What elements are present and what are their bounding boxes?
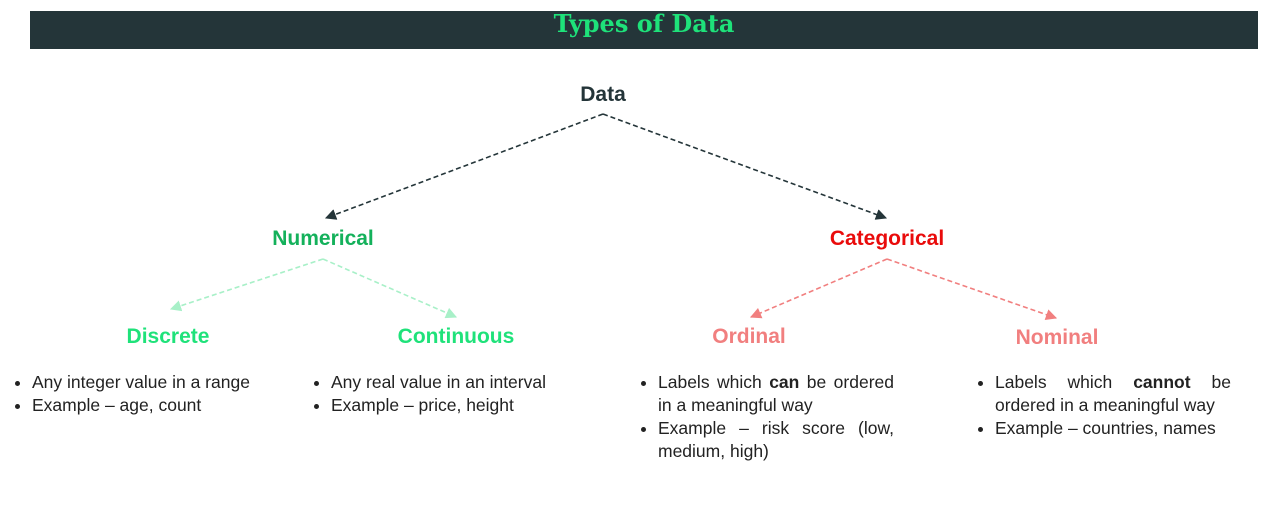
arrow-categorical-to-ordinal — [749, 258, 888, 319]
continuous-bullets: Any real value in an interval Example – … — [309, 371, 631, 417]
node-discrete: Discrete — [126, 325, 210, 348]
page-title: Types of Data — [553, 9, 735, 38]
ordinal-bullets: Labels which can be ordered in a meaning… — [636, 371, 894, 463]
nominal-bullets: Labels which cannot be ordered in a mean… — [973, 371, 1231, 440]
arrow-data-to-numerical — [324, 113, 604, 220]
node-categorical: Categorical — [829, 227, 945, 250]
arrow-numerical-to-continuous — [322, 258, 458, 319]
list-item: Labels which can be ordered in a meaning… — [658, 371, 894, 417]
title-banner: Types of Data — [30, 11, 1258, 49]
list-item: Example – countries, names — [995, 417, 1231, 440]
node-numerical: Numerical — [272, 227, 374, 250]
list-item: Example – price, height — [331, 394, 631, 417]
arrow-numerical-to-discrete — [169, 258, 324, 312]
node-data: Data — [580, 83, 626, 106]
list-item: Labels which cannot be ordered in a mean… — [995, 371, 1231, 417]
node-nominal: Nominal — [1015, 326, 1099, 349]
node-ordinal: Ordinal — [712, 325, 786, 348]
list-item: Example – risk score (low, medium, high) — [658, 417, 894, 463]
node-continuous: Continuous — [397, 325, 515, 348]
list-item: Any real value in an interval — [331, 371, 631, 394]
arrow-data-to-categorical — [602, 113, 888, 220]
arrow-categorical-to-nominal — [886, 258, 1058, 320]
list-item: Any integer value in a range — [32, 371, 322, 394]
discrete-bullets: Any integer value in a range Example – a… — [10, 371, 322, 417]
list-item: Example – age, count — [32, 394, 322, 417]
